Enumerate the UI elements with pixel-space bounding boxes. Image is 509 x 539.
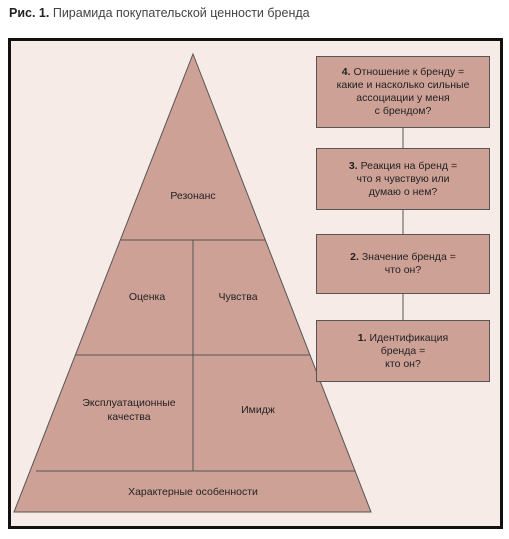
pyramid-level-salience: Характерные особенности	[128, 486, 258, 498]
step-text: Отношение к бренду = какие и насколько с…	[336, 66, 470, 117]
step-box-meaning: 2. Значение бренда = что он?	[316, 234, 490, 294]
pyramid-level-feelings: Чувства	[218, 291, 258, 303]
step-text: Реакция на бренд = что я чувствую или ду…	[356, 159, 458, 198]
figure-title: Пирамида покупательской ценности бренда	[52, 6, 310, 20]
step-text: Идентификация бренда = кто он?	[369, 331, 449, 370]
pyramid-level-evaluation: Оценка	[128, 291, 166, 303]
pyramid-level-performance: Эксплуатационные качества	[82, 397, 176, 423]
step-number: 2.	[350, 251, 359, 263]
figure-caption: Рис. 1. Пирамида покупательской ценности…	[9, 6, 310, 20]
pyramid-level-imagery: Имидж	[241, 404, 275, 416]
step-text: Значение бренда = что он?	[361, 251, 456, 276]
figure-number: Рис. 1.	[9, 6, 50, 20]
step-box-relationships: 4. Отношение к бренду = какие и наскольк…	[316, 56, 490, 128]
step-box-identity: 1. Идентификация бренда = кто он?	[316, 320, 490, 382]
step-number: 3.	[348, 159, 358, 172]
step-box-response: 3. Реакция на бренд = что я чувствую или…	[316, 148, 490, 210]
step-number: 1.	[357, 331, 367, 344]
step-number: 4.	[341, 66, 351, 78]
pyramid-level-resonance: Резонанс	[170, 190, 216, 202]
